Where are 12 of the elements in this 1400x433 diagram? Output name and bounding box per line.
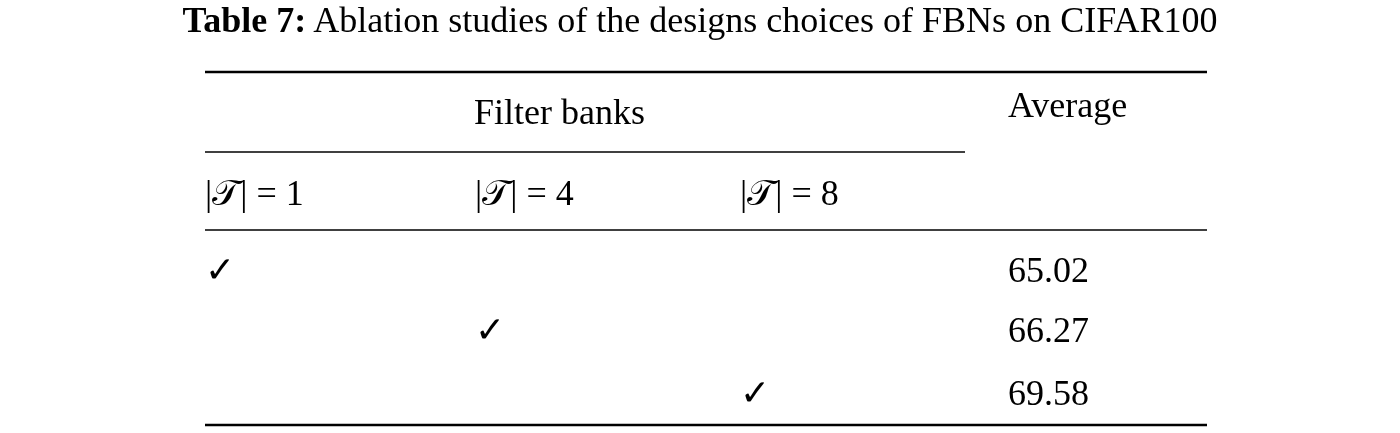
column-header: |𝒯| = 8 xyxy=(740,173,839,213)
column-header: Average xyxy=(1008,85,1128,125)
table-cell: ✓ xyxy=(740,373,770,413)
table-caption: Table 7: Ablation studies of the designs choices of FBNs on CIFAR100 xyxy=(181,0,1219,40)
table-cell: 69.58 xyxy=(1008,373,1089,413)
table-cell: 65.02 xyxy=(1008,250,1089,290)
table-cell: ✓ xyxy=(475,310,505,350)
column-header: |𝒯| = 1 xyxy=(205,173,304,213)
column-group-header: Filter banks xyxy=(474,92,645,132)
column-header: |𝒯| = 4 xyxy=(475,173,574,213)
table-cell: ✓ xyxy=(205,250,235,290)
table-cell: 66.27 xyxy=(1008,310,1089,350)
